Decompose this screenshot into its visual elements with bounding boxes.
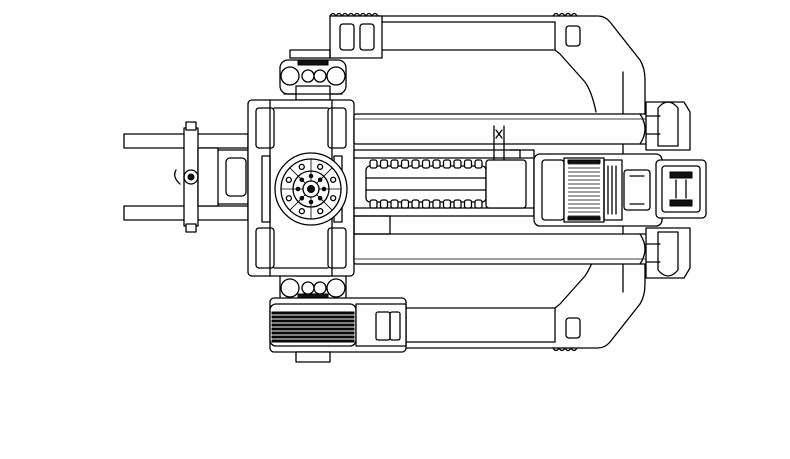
upper-horizontal-tube [354, 114, 660, 144]
top-arm-clamp [290, 14, 382, 59]
right-end-grip [646, 102, 706, 278]
top-motor-block [280, 60, 346, 100]
lower-horizontal-tube [354, 234, 660, 264]
center-rail-assembly [354, 126, 534, 234]
left-handle-rods [124, 122, 248, 232]
roll-motor-disc [275, 153, 347, 225]
bottom-counterweight-motor [270, 298, 406, 362]
outer-c-arm-frame [330, 14, 645, 351]
battery-controller-module [534, 154, 662, 226]
